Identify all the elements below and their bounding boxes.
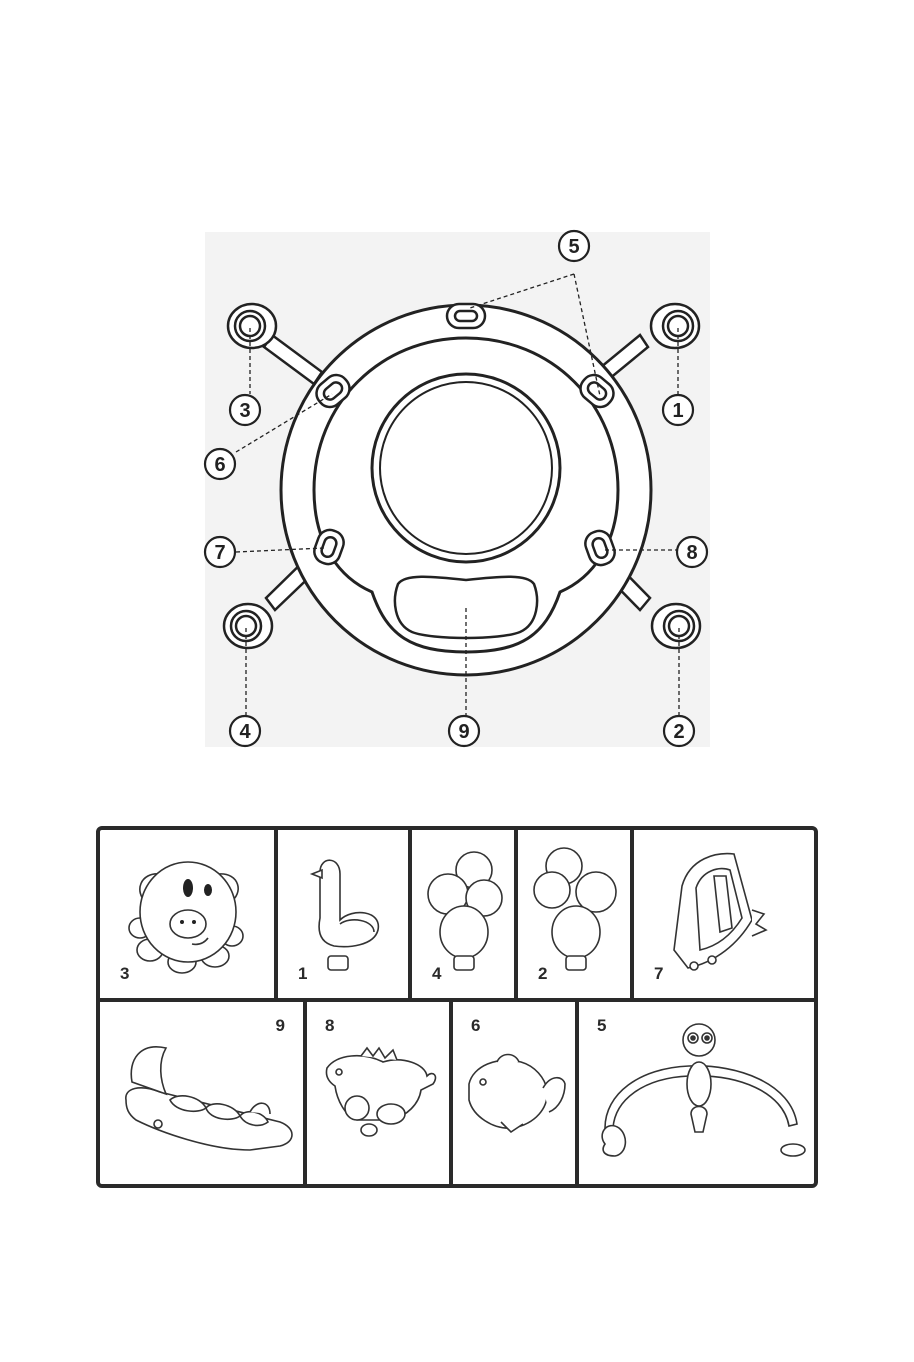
part-cell-8: 8 xyxy=(307,1002,453,1188)
svg-text:7: 7 xyxy=(214,542,225,564)
svg-text:9: 9 xyxy=(458,721,469,743)
svg-text:5: 5 xyxy=(568,236,579,258)
callout-9: 9 xyxy=(449,716,479,746)
foot-1 xyxy=(651,304,699,348)
part-number: 4 xyxy=(432,964,441,984)
callout-3: 3 xyxy=(230,395,260,425)
bottom-tray xyxy=(395,577,537,638)
svg-text:8: 8 xyxy=(686,542,697,564)
part-number: 2 xyxy=(538,964,547,984)
bead-rattle-icon xyxy=(412,830,514,998)
callout-4: 4 xyxy=(230,716,260,746)
part-cell-6: 6 xyxy=(453,1002,579,1188)
part-number: 1 xyxy=(298,964,307,984)
parts-row-1: 3 1 4 xyxy=(100,830,814,998)
svg-text:3: 3 xyxy=(239,400,250,422)
part-number: 9 xyxy=(276,1016,285,1036)
svg-text:1: 1 xyxy=(672,400,683,422)
foot-3 xyxy=(228,304,276,348)
part-number: 5 xyxy=(597,1016,606,1036)
svg-text:4: 4 xyxy=(239,721,251,743)
part-cell-2: 2 xyxy=(518,830,634,998)
foot-4 xyxy=(224,604,272,648)
callout-1: 1 xyxy=(663,395,693,425)
part-number: 8 xyxy=(325,1016,334,1036)
callout-8: 8 xyxy=(677,537,707,567)
seat-inner-ring xyxy=(380,382,552,554)
activity-center-diagram: 5 3 1 6 7 8 4 9 2 xyxy=(0,0,914,790)
monkey-arch-icon xyxy=(579,1002,814,1188)
parts-row-2: 9 8 xyxy=(100,998,814,1188)
parts-grid: 3 1 4 xyxy=(96,826,818,1188)
svg-text:2: 2 xyxy=(673,721,684,743)
part-cell-7: 7 xyxy=(634,830,814,998)
foot-2 xyxy=(652,604,700,648)
part-cell-4: 4 xyxy=(412,830,518,998)
part-number: 6 xyxy=(471,1016,480,1036)
callout-5: 5 xyxy=(559,231,589,261)
part-number: 7 xyxy=(654,964,663,984)
part-cell-1: 1 xyxy=(278,830,412,998)
svg-text:6: 6 xyxy=(214,454,225,476)
seat-tray-icon xyxy=(100,1002,303,1188)
callout-7: 7 xyxy=(205,537,235,567)
callout-6: 6 xyxy=(205,449,235,479)
bead-rattle-icon xyxy=(518,830,630,998)
part-number: 3 xyxy=(120,964,129,984)
part-cell-9: 9 xyxy=(100,1002,307,1188)
callout-2: 2 xyxy=(664,716,694,746)
part-cell-5: 5 xyxy=(579,1002,814,1188)
part-cell-3: 3 xyxy=(100,830,278,998)
